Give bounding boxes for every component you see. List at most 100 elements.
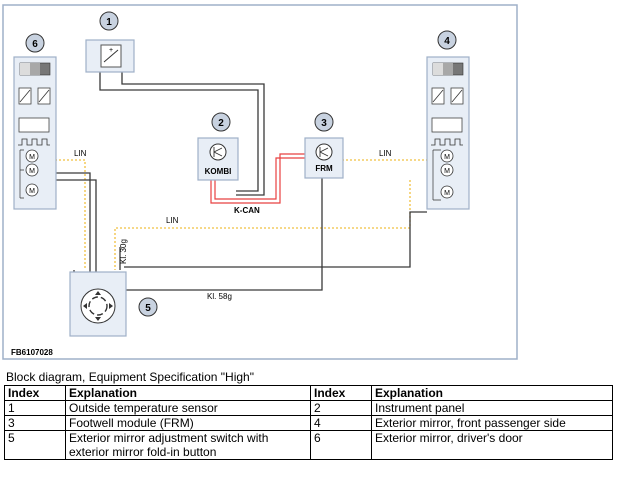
mirror4-motor1-letter: M	[444, 154, 450, 161]
mirror6-heater-gradient-light	[20, 63, 30, 75]
node-1-temp-sensor: +	[85, 39, 135, 73]
badge-3-text: 3	[321, 118, 327, 129]
kcan-label: K-CAN	[234, 206, 260, 215]
badge-2-circle	[211, 112, 231, 132]
mirror4-sensor-icon	[431, 117, 463, 133]
mirror6-motor3-icon	[25, 183, 39, 197]
legend-table: Index Explanation Index Explanation 1 Ou…	[4, 385, 613, 460]
block-diagram: + KOMBI FRM M M M	[2, 4, 518, 360]
mirror4-motor3-icon	[440, 185, 454, 199]
kl58g-label: Kl. 58g	[207, 292, 232, 301]
mirror6-motor3-letter: M	[29, 188, 35, 195]
node-3-frm: FRM	[304, 137, 344, 179]
badge-1-circle	[99, 11, 119, 31]
legend-cell: Exterior mirror adjustment switch with e…	[65, 430, 311, 460]
node-number-badges: 1 2 3 4 5 6	[25, 11, 457, 317]
wire-labels: LIN LIN LIN K-CAN Kl. 58g Kl. 30g	[74, 149, 392, 301]
kcan-wire-2	[214, 157, 305, 200]
kombi-label: KOMBI	[205, 167, 232, 176]
legend-cell: 1	[4, 400, 66, 416]
node-2-kombi: KOMBI	[197, 137, 239, 181]
mirror6-sensor-icon	[18, 117, 50, 133]
lin-wires	[55, 159, 427, 270]
sensor-wires	[99, 70, 265, 196]
mirror4-bus-line	[432, 149, 441, 201]
sensor-wire-1	[99, 70, 259, 192]
mirror6-wire-1	[55, 172, 91, 272]
legend-cell: 4	[310, 415, 372, 431]
mirror4-motor1-icon	[440, 149, 454, 163]
badge-5-text: 5	[145, 303, 151, 314]
kcan-wires	[210, 153, 305, 204]
mirror6-pot1-arrow	[19, 89, 31, 103]
mirror4-motor3-letter: M	[444, 190, 450, 197]
legend-cell: 3	[4, 415, 66, 431]
kl30g-label: Kl. 30g	[119, 239, 128, 264]
mirror-switch-inner-icon	[88, 296, 108, 316]
mirror4-motor2-letter: M	[444, 168, 450, 175]
badge-6-text: 6	[32, 39, 38, 50]
badge-3-circle	[314, 112, 334, 132]
kombi-ecu-icon	[209, 143, 227, 161]
legend-cell: 5	[4, 430, 66, 460]
mirror6-motor1-letter: M	[29, 154, 35, 161]
mirror6-pulse-icon	[18, 138, 50, 146]
badge-4-circle	[437, 30, 457, 50]
kombi-ecu-symbol	[213, 147, 223, 157]
figure-id: FB6107028	[11, 348, 53, 357]
kcan-wire-1	[210, 153, 305, 204]
legend-row: 5 Exterior mirror adjustment switch with…	[4, 430, 613, 460]
lin-right-label: LIN	[379, 149, 392, 158]
driver-mirror-box	[13, 56, 57, 210]
mirror-switch-knob-icon	[80, 288, 116, 324]
mirror6-wires	[55, 172, 97, 272]
badge-1-text: 1	[106, 17, 112, 28]
mirror6-wire-2	[55, 179, 97, 272]
legend-cell: Exterior mirror, front passenger side	[371, 415, 613, 431]
power-wires	[73, 178, 427, 291]
legend-row: 1 Outside temperature sensor 2 Instrumen…	[4, 400, 613, 416]
badge-6-circle	[25, 33, 45, 53]
node-4-passenger-mirror: M M M	[426, 56, 470, 210]
badge-5-circle	[138, 297, 158, 317]
legend-cell: Outside temperature sensor	[65, 400, 311, 416]
mirror4-pot1-arrow	[432, 89, 444, 103]
mirror6-motor1-icon	[25, 149, 39, 163]
lin-middle-label: LIN	[166, 216, 179, 225]
mirror4-pulse-icon	[431, 138, 463, 146]
legend-cell: Exterior mirror, driver's door	[371, 430, 613, 460]
kl30g-wire	[124, 211, 427, 268]
legend-header-index-1: Index	[4, 385, 66, 401]
frm-ecu-symbol	[319, 147, 329, 157]
legend-header-explanation-2: Explanation	[371, 385, 613, 401]
node-6-driver-mirror: M M M	[13, 56, 57, 210]
passenger-mirror-box	[426, 56, 470, 210]
lin-wire-middle	[114, 180, 411, 270]
mirror4-heater-gradient-mid	[443, 63, 453, 75]
kl58g-wire	[124, 178, 323, 291]
legend-header-explanation-1: Explanation	[65, 385, 311, 401]
badge-2-text: 2	[218, 118, 224, 129]
mirror6-motor2-letter: M	[29, 168, 35, 175]
legend-header-row: Index Explanation Index Explanation	[4, 385, 613, 401]
mirror6-pot2-arrow	[38, 89, 50, 103]
legend-header-index-2: Index	[310, 385, 372, 401]
mirror4-heater-gradient-light	[433, 63, 443, 75]
legend-cell: Instrument panel	[371, 400, 613, 416]
node-5-mirror-switch	[69, 271, 127, 337]
frm-label: FRM	[315, 164, 333, 173]
legend-row: 3 Footwell module (FRM) 4 Exterior mirro…	[4, 415, 613, 431]
lin-wire-left	[55, 159, 86, 270]
sensor-wire-2	[121, 70, 265, 196]
frm-ecu-icon	[315, 143, 333, 161]
badge-4-text: 4	[444, 36, 450, 47]
legend-cell: 6	[310, 430, 372, 460]
mirror6-bus-line	[19, 149, 24, 199]
legend-cell: 2	[310, 400, 372, 416]
mirror4-pot2-arrow	[451, 89, 463, 103]
mirror4-motor2-icon	[440, 163, 454, 177]
lin-left-label: LIN	[74, 149, 87, 158]
mirror6-motor2-icon	[25, 163, 39, 177]
legend-cell: Footwell module (FRM)	[65, 415, 311, 431]
mirror6-heater-gradient-mid	[30, 63, 40, 75]
